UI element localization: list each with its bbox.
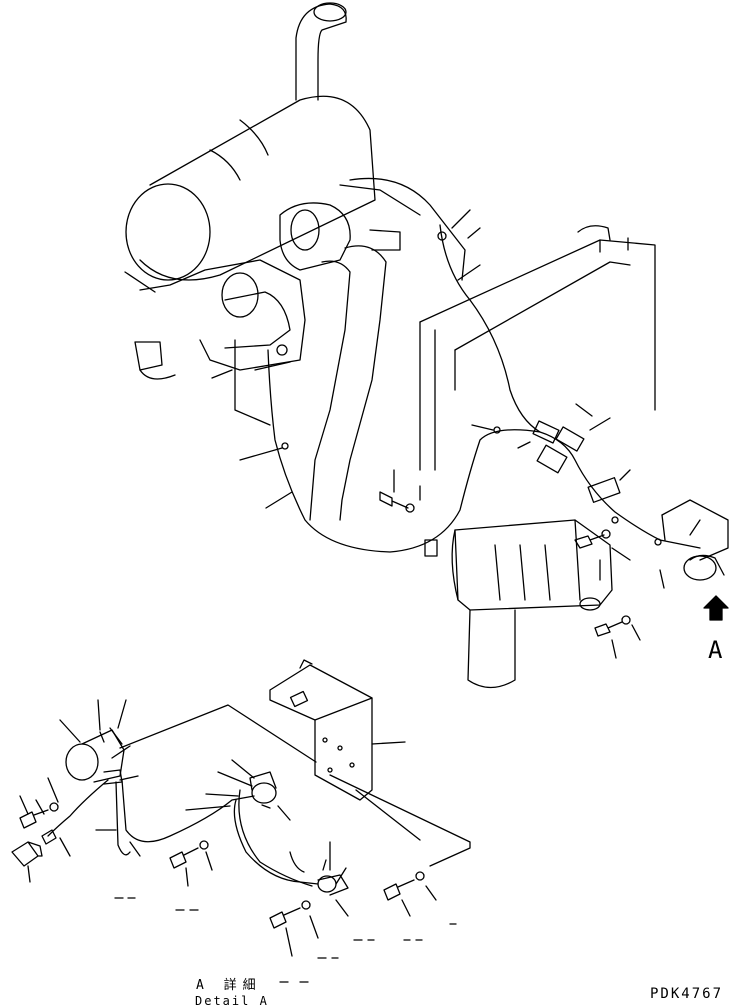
switch-bracket: [662, 500, 728, 580]
turbocharger: [280, 203, 350, 270]
air-cleaner: [452, 520, 612, 688]
connector-plug: [12, 842, 42, 866]
radiator: [420, 226, 655, 470]
bolt: [384, 880, 414, 900]
arrow-up-icon: [704, 596, 728, 620]
sensor-switch: [318, 875, 348, 895]
bolt: [380, 492, 408, 508]
sensor-switch: [250, 772, 276, 808]
exhaust-pipe: [296, 4, 346, 100]
engine-assembly: [125, 3, 728, 688]
bolt: [270, 908, 300, 928]
mounting-bracket: [270, 665, 372, 800]
intake-tube: [340, 246, 386, 520]
engine-block: [140, 260, 305, 370]
bolt: [595, 622, 622, 636]
bolt: [575, 535, 604, 548]
detail-title-en: Detail A: [195, 994, 269, 1008]
wire-harness: [268, 350, 700, 552]
muffler-end: [126, 184, 210, 280]
view-label-a: A: [708, 636, 723, 664]
bolt: [170, 848, 198, 868]
muffler: [140, 96, 375, 280]
drawing-number: PDK4767: [650, 986, 724, 1002]
detail-a-assembly: [12, 660, 470, 982]
detail-title-jp: A 詳細: [196, 978, 262, 993]
